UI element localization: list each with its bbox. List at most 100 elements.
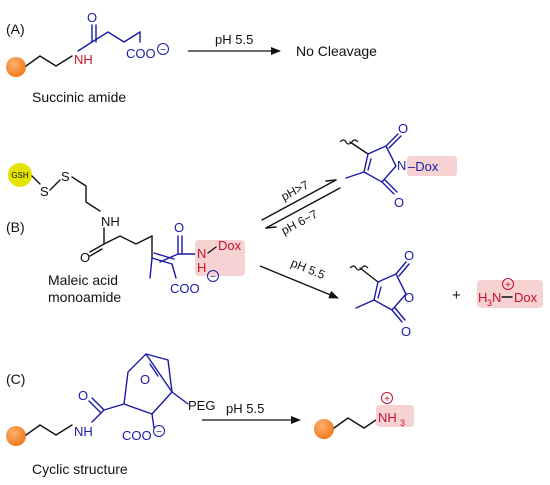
amine-h3-sub: 3 (400, 418, 405, 428)
equilibrium-reverse-line (265, 187, 341, 229)
equilibrium-forward-line (261, 179, 337, 221)
carboxylate-bond-c (151, 413, 155, 429)
dox-label-b: Dox (218, 238, 242, 253)
panel-c-label: (C) (6, 371, 25, 387)
alkene-double-bond (153, 252, 175, 260)
amine-nh-label: NH (378, 410, 397, 425)
anhydride-lower-carbonyl (391, 309, 403, 323)
cleavage-arrow-b (259, 265, 339, 299)
bridgehead-bond (145, 353, 173, 393)
panel-b-label: (B) (6, 219, 25, 235)
methyl-bond-anhydride (355, 299, 375, 309)
nanoparticle-bead-product (314, 419, 334, 439)
plus-sign: + (452, 287, 461, 304)
free-dox-h3-sub: 3 (487, 298, 492, 308)
imide-n-label: N (397, 158, 406, 173)
dox-amide-highlight (195, 240, 245, 276)
amide-bond (77, 41, 93, 52)
carboxylate-label: COO (126, 46, 156, 61)
nanoparticle-bead (6, 57, 26, 77)
amide-nh-c-label: NH (74, 424, 93, 439)
reverse-half-head (265, 226, 277, 229)
anhydride-upper-carbonyl-double (398, 263, 410, 277)
n-dox-bond (207, 246, 217, 254)
succinic-amide-linker (25, 24, 141, 67)
gsh-s-bond (31, 175, 41, 185)
attachment-bond-anhydride (359, 267, 379, 283)
upper-o-label: O (174, 220, 184, 235)
amide-carbonyl-double-b (89, 248, 103, 257)
carbonyl-c (91, 397, 105, 411)
oxanorbornene-core (123, 353, 189, 429)
carbonyl-double-c (88, 400, 102, 414)
positive-charge-circle-c (381, 392, 393, 404)
wavy-attachment-anhydride (349, 265, 369, 271)
free-dox-highlight (477, 280, 543, 308)
upper-imide-carbonyl-double (388, 135, 402, 149)
panel-b: GSH S S NH O O N H Dox COO − (B) (6, 121, 543, 339)
condition-ph-forward: pH>7 (279, 178, 311, 204)
methyl-bond-b (149, 257, 153, 279)
succinyl-chain (91, 31, 141, 43)
ethyl-spacer (71, 176, 101, 212)
amide-nh-b-label: NH (101, 214, 120, 229)
maleic-caption-line2: monoamide (48, 289, 121, 305)
condition-ph-a: pH 5.5 (215, 32, 253, 47)
free-dox-h-label: H (478, 290, 487, 305)
no-cleavage-result: No Cleavage (296, 43, 377, 59)
peg-label: PEG (188, 398, 215, 413)
carboxylate-b-label: COO (170, 281, 200, 296)
positive-charge-sign-b: + (505, 280, 511, 291)
anhydride-double-bond (377, 286, 382, 299)
gsh-label: GSH (11, 171, 29, 180)
ring-double-bond-c (149, 363, 159, 377)
alkyl-linker (25, 55, 73, 67)
anhydride-lower-o-label: O (401, 324, 411, 339)
carbonyl-to-ring (103, 403, 125, 411)
imide-dox-highlight (407, 156, 457, 176)
maleic-acid-core (149, 235, 197, 279)
negative-charge-circle-b (207, 270, 219, 282)
wavy-attachment (339, 139, 359, 145)
anhydride-lower-carbonyl-double (394, 307, 406, 321)
ring-double-bond (367, 158, 372, 171)
condition-ph-cleave: pH 5.5 (289, 256, 327, 282)
cyclic-structure-caption: Cyclic structure (32, 461, 128, 477)
condition-ph-c: pH 5.5 (226, 401, 264, 416)
negative-charge-circle-c (153, 425, 165, 437)
sulfur-1-label: S (40, 184, 49, 199)
condition-ph-reverse: pH 6−7 (279, 207, 320, 238)
lower-imide-carbonyl (381, 181, 395, 195)
amine-linker (333, 417, 377, 429)
amide-carbonyl-b (89, 243, 105, 253)
carbonyl-o-c-label: O (78, 388, 88, 403)
positive-charge-sign-c: + (384, 394, 390, 405)
upper-imide-carbonyl (385, 133, 399, 147)
peg-bond (171, 391, 189, 405)
nh-to-carbonyl-c (91, 409, 105, 423)
alkyl-linker-c (25, 424, 73, 436)
propyl-chain (103, 235, 153, 245)
panel-a: (A) NH O COO − pH 5.5 No Cleavage Succin… (6, 10, 377, 105)
succinic-amide-caption: Succinic amide (32, 89, 126, 105)
maleimide-product (339, 133, 402, 195)
imide-upper-o-label: O (398, 121, 408, 136)
upper-carbon-bond (159, 253, 179, 263)
anhydride-ring (373, 273, 407, 311)
carboxylate-bond-b (171, 263, 177, 279)
negative-charge-circle (157, 43, 169, 55)
panel-a-label: (A) (6, 21, 25, 37)
bridge-o-label: O (140, 372, 150, 387)
sulfur-2-label: S (61, 169, 70, 184)
methyl-bond-imide (345, 171, 365, 179)
amide-n-b-label: N (197, 246, 206, 261)
forward-half-head (325, 179, 337, 182)
anhydride-product (349, 261, 410, 323)
anhydride-upper-o-label: O (404, 248, 414, 263)
negative-charge-sign-c: − (156, 427, 162, 438)
carbonyl-o-label: O (87, 10, 97, 25)
amine-highlight (376, 405, 414, 427)
lower-imide-carbonyl-double (384, 179, 398, 193)
imide-dox-label: –Dox (408, 159, 439, 174)
amide-nh-label: NH (74, 52, 93, 67)
